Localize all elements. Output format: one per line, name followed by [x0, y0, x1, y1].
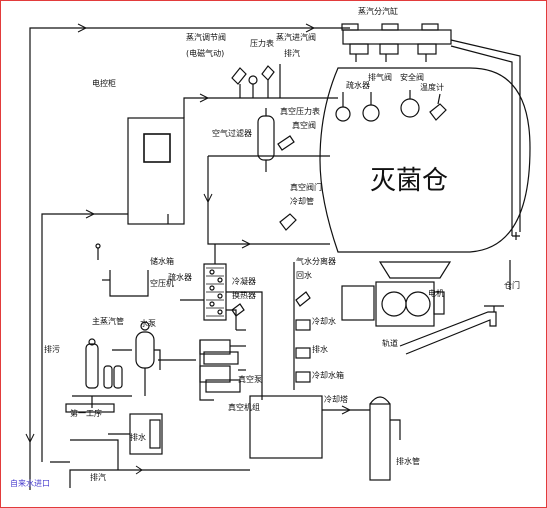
water-supply-label: 冷却水 — [312, 317, 336, 326]
main-steam-pipe — [29, 27, 350, 490]
water-tank-label: 储水箱 — [150, 257, 174, 266]
thermometer-label: 温度计 — [420, 83, 444, 92]
vacuum-gauge-label: 真空压力表 — [280, 107, 320, 116]
drive-box — [341, 285, 375, 321]
steam-valve-sub-label: (电磁气动) — [186, 49, 225, 58]
top-flow-arrow-2 — [305, 23, 316, 33]
water-pump-label: 排水 — [130, 433, 146, 442]
pump-label: 水泵 — [140, 319, 156, 328]
steam-pipe-upper — [183, 97, 338, 118]
water-drain-label: 排水 — [312, 345, 328, 354]
air-compressor-label: 空压机 — [150, 279, 174, 288]
top-flow-arrow — [77, 23, 88, 33]
tank-door-hopper — [378, 261, 452, 279]
exhaust-label: 排汽 — [284, 49, 300, 58]
vacuum-valve-label: 真空阀 — [292, 121, 316, 130]
mid-valve — [279, 213, 297, 231]
vacuum-valve-2-label: 真空阀门 — [290, 183, 322, 192]
drain-pipe-label: 排水管 — [396, 457, 420, 466]
cooling-pipe-label: 冷却管 — [290, 197, 314, 206]
tank-gauges — [335, 90, 447, 122]
tank-label: 灭菌仓 — [370, 166, 449, 196]
heat-exchanger-label: 换热器 — [232, 291, 256, 300]
vacuum-pump-2-label: 真空机组 — [228, 403, 260, 412]
right-valve-stack — [293, 262, 311, 390]
drive-unit — [375, 281, 435, 327]
return-label: 回水 — [296, 271, 312, 280]
stage-one-label: 第一工序 — [70, 409, 102, 418]
cooling-tower — [369, 403, 391, 481]
sterilization-tank — [319, 67, 531, 253]
pressure-vessel — [135, 331, 155, 369]
tap-water-label: 自来水进口 — [10, 479, 50, 488]
vacuum-pump-label: 真空泵 — [238, 375, 262, 384]
cooler-label: 冷凝器 — [232, 277, 256, 286]
air-filter-label: 空气过滤器 — [212, 129, 252, 138]
right-pipe-inner — [450, 45, 513, 236]
hydrophobic-label: 疏水器 — [346, 81, 370, 90]
filter-vessels — [65, 338, 132, 413]
tank-door-label: 仓门 — [504, 281, 520, 290]
controller-screen — [143, 133, 171, 163]
safety-valve-label: 安全阀 — [400, 73, 424, 82]
controller-box — [127, 117, 185, 225]
steam-valve-label: 蒸汽调节阀 — [186, 33, 226, 42]
right-pipe-end — [512, 232, 520, 240]
safety-label-2: 主蒸汽管 — [92, 317, 124, 326]
manifold-label: 蒸汽分汽缸 — [358, 7, 398, 16]
upper-valves — [231, 64, 281, 98]
motor-label: 电机 — [428, 289, 444, 298]
water-basin — [109, 270, 149, 297]
flow-arrow-upper — [199, 93, 210, 103]
left-header — [41, 213, 128, 462]
vacuum-label-2: 疏水器 — [168, 273, 192, 282]
rail-label: 轨道 — [382, 339, 398, 348]
tower-label: 冷却塔 — [324, 395, 348, 404]
bottom-note-label: 排汽 — [90, 473, 106, 482]
bottom-return-pipe — [69, 469, 250, 488]
valve-a-label: 排污 — [44, 345, 60, 354]
right-pipe-outer — [450, 39, 521, 232]
drain-valve-label: 排气阀 — [368, 73, 392, 82]
air-filter-vessel — [257, 115, 275, 161]
chiller-label: 冷却水箱 — [312, 371, 344, 380]
rail — [399, 311, 497, 355]
pressure-gauge-label: 压力表 — [250, 39, 274, 48]
manifold-block — [341, 23, 452, 62]
pump-group — [199, 339, 246, 401]
sensor-valve-label: 蒸汽进汽阀 — [276, 33, 316, 42]
bottom-water-tank — [249, 395, 323, 459]
controller-label: 电控柜 — [92, 79, 116, 88]
flow-arrow-mid — [241, 239, 252, 249]
trap-label: 气水分离器 — [296, 257, 336, 266]
steam-pipe-mid — [207, 156, 330, 245]
